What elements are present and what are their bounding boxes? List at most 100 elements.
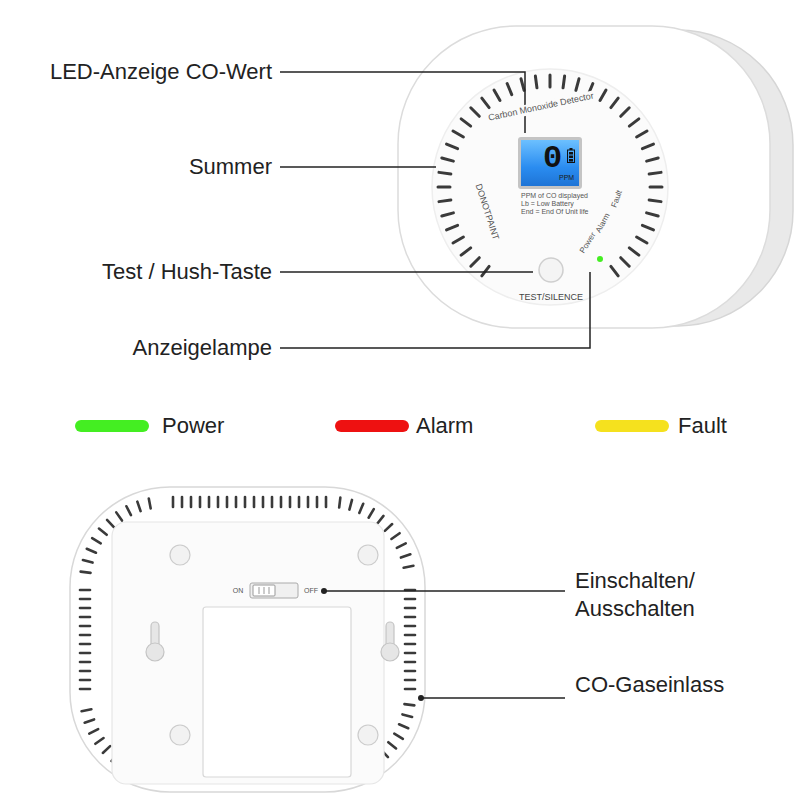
callout-label: Einschalten/ Ausschalten [575, 567, 725, 622]
vent-slot [80, 598, 90, 601]
vent-slot [377, 516, 383, 524]
vent-slot [82, 709, 92, 711]
vent-slot [563, 76, 565, 88]
vent-slot [637, 237, 647, 243]
vent-slot [85, 719, 94, 722]
legend-label: Power [162, 413, 224, 439]
vent-slot [405, 679, 415, 682]
vent-slot [642, 225, 653, 230]
vent-slot [80, 625, 90, 628]
vent-slot [402, 714, 412, 717]
vent-slot [405, 652, 415, 655]
vent-slot [394, 734, 403, 739]
vent-slot [461, 119, 471, 126]
vent-slot [280, 497, 283, 507]
vent-slot [80, 670, 90, 673]
vent-slot [482, 98, 489, 108]
vent-slot [439, 200, 451, 202]
lcd-display: 0PPM [518, 137, 582, 189]
led-label: Fault [609, 189, 624, 209]
callout-label: Test / Hush-Taste [102, 259, 272, 285]
vent-slot [316, 497, 319, 507]
vent-slot [385, 524, 392, 531]
housing-back [70, 487, 425, 792]
vent-slot [199, 497, 202, 507]
lcd-unit: PPM [559, 174, 574, 182]
vent-slot [95, 738, 103, 744]
vent-slot [80, 661, 90, 664]
vent-slot [181, 497, 184, 507]
vent-slot [92, 538, 101, 543]
callout-label: Anzeigelampe [133, 335, 272, 361]
vent-slot [339, 498, 340, 508]
battery-bar [569, 152, 573, 155]
power-switch [250, 583, 298, 598]
vent-slot [461, 248, 471, 255]
vent-slot [405, 625, 415, 628]
button-label: TEST/SILENCE [519, 292, 583, 303]
vent-slot [621, 258, 629, 266]
vent-slot [442, 158, 454, 161]
callout-label: LED-Anzeige CO-Wert [50, 59, 272, 85]
vent-slot [405, 670, 415, 673]
vent-slot [405, 661, 415, 664]
vent-slot [438, 186, 450, 189]
vent-slot [482, 266, 489, 276]
vent-slot [80, 607, 90, 610]
leader-line [280, 166, 436, 168]
vent-slots [438, 75, 662, 276]
battery-cover [203, 607, 351, 777]
vent-slot [83, 560, 93, 563]
battery-bar [569, 156, 573, 159]
vent-slot [621, 108, 629, 116]
vent-slot [637, 131, 647, 137]
vent-slot [647, 213, 659, 216]
vent-slot [289, 497, 292, 507]
vent-slot [405, 598, 415, 601]
vent-slot [103, 746, 110, 753]
vent-slot [576, 79, 579, 91]
device-print: Lb = Low Battery [521, 200, 574, 208]
vent-slot [453, 237, 463, 243]
leader-line [280, 271, 533, 273]
device-print: DONOTPAINT [473, 183, 501, 242]
vent-slot [404, 704, 414, 705]
vent-slot [447, 225, 458, 230]
vent-slot [226, 497, 229, 507]
vent-slot [507, 84, 512, 95]
vent-slot [647, 158, 659, 161]
vent-slot [80, 616, 90, 619]
vent-slot [650, 186, 662, 189]
vent-slot [471, 258, 479, 266]
vent-slot [649, 172, 661, 174]
vent-slot [439, 172, 451, 174]
vent-slot [208, 497, 211, 507]
vent-slot [649, 200, 661, 202]
switch-label: OFF [304, 587, 318, 595]
vent-slot [405, 607, 415, 610]
face-ring [432, 69, 668, 305]
vent-slot [80, 679, 90, 682]
vent-slot [521, 79, 524, 91]
vent-slot [298, 497, 301, 507]
indicator-led [597, 256, 603, 262]
legend-label: Fault [678, 413, 727, 439]
legend-swatch [595, 420, 669, 432]
vent-slot [405, 616, 415, 619]
vent-slot [80, 652, 90, 655]
battery-icon [567, 148, 575, 163]
vent-slot [611, 98, 618, 108]
vent-slot [471, 108, 479, 116]
vent-slot [442, 213, 454, 216]
vent-slot [447, 144, 458, 149]
battery-body [568, 150, 575, 163]
switch-label: ON [233, 587, 244, 595]
vent-slot [107, 520, 114, 527]
vent-slot [172, 497, 175, 507]
leader-lines [280, 72, 590, 348]
vent-slot [391, 533, 399, 539]
vent-slot [611, 266, 618, 276]
vent-slot [404, 566, 414, 568]
vent-slot [80, 643, 90, 646]
